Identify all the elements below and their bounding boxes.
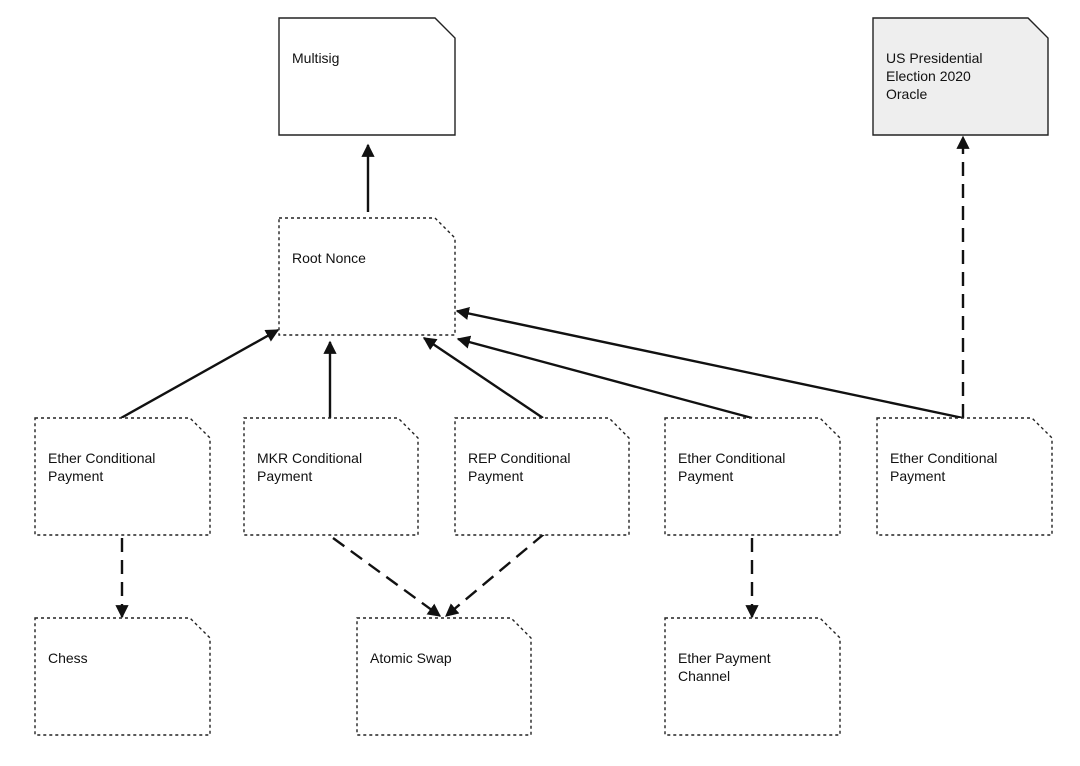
node-box-multisig (278, 17, 456, 136)
node-root-nonce: Root Nonce (278, 217, 456, 336)
edge-ether-cp-2-to-root-nonce (456, 335, 753, 420)
node-label-line: Payment (468, 468, 523, 484)
edge-ether-cp-1-to-root-nonce (120, 328, 280, 420)
node-label-line: Oracle (886, 86, 927, 102)
edge-rep-cp-to-atomic-swap (444, 533, 545, 617)
node-label-line: Chess (48, 650, 88, 666)
node-label-line: Root Nonce (292, 250, 366, 266)
node-atomic-swap: Atomic Swap (356, 617, 532, 736)
node-label-line: Ether Payment (678, 650, 771, 666)
node-box-mkr-cp (243, 417, 419, 536)
node-box-root-nonce (278, 217, 456, 336)
node-box-rep-cp (454, 417, 630, 536)
node-label-line: Election 2020 (886, 68, 971, 84)
edge-mkr-cp-to-atomic-swap (332, 537, 442, 617)
node-label-line: Payment (890, 468, 945, 484)
node-label-line: Payment (48, 468, 103, 484)
node-box-ether-payment-channel (664, 617, 841, 736)
edge-ether-cp-3-to-root-nonce (455, 307, 964, 420)
node-box-chess (34, 617, 211, 736)
node-box-oracle (872, 17, 1049, 136)
node-multisig: Multisig (278, 17, 456, 136)
node-label-line: REP Conditional (468, 450, 570, 466)
node-label-line: Multisig (292, 50, 339, 66)
node-box-atomic-swap (356, 617, 532, 736)
node-label-line: Ether Conditional (678, 450, 785, 466)
edge-rep-cp-to-root-nonce (422, 337, 544, 419)
node-label-line: Ether Conditional (48, 450, 155, 466)
node-label-line: Payment (678, 468, 733, 484)
node-label-multisig: Multisig (292, 50, 339, 66)
node-label-line: MKR Conditional (257, 450, 362, 466)
node-box-ether-cp-3 (876, 417, 1053, 536)
node-label-root-nonce: Root Nonce (292, 250, 366, 266)
node-label-line: Atomic Swap (370, 650, 452, 666)
node-label-line: Ether Conditional (890, 450, 997, 466)
node-label-line: Payment (257, 468, 312, 484)
node-label-atomic-swap: Atomic Swap (370, 650, 452, 666)
node-label-line: US Presidential (886, 50, 983, 66)
node-chess: Chess (34, 617, 211, 736)
edges-layer (115, 135, 970, 619)
node-box-ether-cp-1 (34, 417, 211, 536)
node-label-line: Channel (678, 668, 730, 684)
node-label-chess: Chess (48, 650, 88, 666)
node-box-ether-cp-2 (664, 417, 841, 536)
